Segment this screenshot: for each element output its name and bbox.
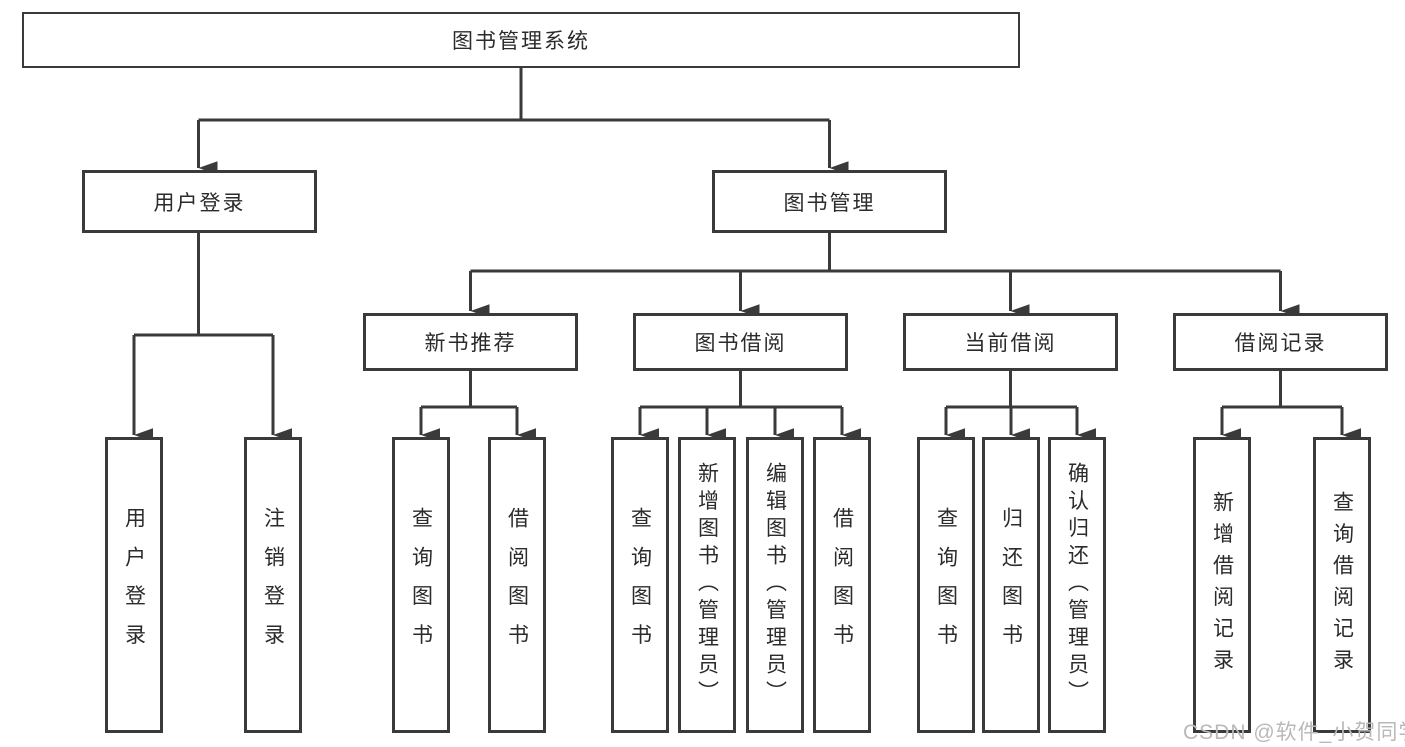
- leaf-label: 借阅图书: [505, 507, 529, 663]
- leaf-label: 查询借阅记录: [1330, 490, 1354, 680]
- csdn-watermark: CSDN @软件_小贺同学: [1183, 721, 1405, 744]
- leaf-query-borrow-record: 查询借阅记录: [1313, 437, 1371, 733]
- leaf-label: 新增图书（管理员）: [695, 462, 719, 708]
- node-current-borrow: 当前借阅: [903, 313, 1118, 371]
- leaf-edit-books-admin: 编辑图书（管理员）: [746, 437, 804, 733]
- leaf-label: 注销登录: [261, 507, 285, 663]
- node-book-borrow: 图书借阅: [633, 313, 848, 371]
- leaf-add-borrow-record: 新增借阅记录: [1193, 437, 1251, 733]
- leaf-label: 用户登录: [122, 507, 146, 663]
- node-system-root: 图书管理系统: [22, 12, 1020, 68]
- leaf-label: 借阅图书: [830, 507, 854, 663]
- leaf-logout: 注销登录: [244, 437, 302, 733]
- node-new-book-recommend: 新书推荐: [363, 313, 578, 371]
- leaf-label: 查询图书: [628, 507, 652, 663]
- leaf-add-books-admin: 新增图书（管理员）: [678, 437, 736, 733]
- leaf-label: 确认归还（管理员）: [1065, 462, 1089, 708]
- leaf-label: 编辑图书（管理员）: [763, 462, 787, 708]
- leaf-label: 查询图书: [934, 507, 958, 663]
- leaf-confirm-return-admin: 确认归还（管理员）: [1048, 437, 1106, 733]
- leaf-label: 归还图书: [999, 507, 1023, 663]
- leaf-borrow-books: 借阅图书: [813, 437, 871, 733]
- leaf-query-books-current: 查询图书: [917, 437, 975, 733]
- leaf-borrow-books-recommend: 借阅图书: [488, 437, 546, 733]
- node-user-login: 用户登录: [82, 170, 317, 233]
- leaf-return-books: 归还图书: [982, 437, 1040, 733]
- leaf-query-books-recommend: 查询图书: [392, 437, 450, 733]
- leaf-label: 新增借阅记录: [1210, 490, 1234, 680]
- leaf-user-login: 用户登录: [105, 437, 163, 733]
- leaf-label: 查询图书: [409, 507, 433, 663]
- leaf-query-books-borrow: 查询图书: [611, 437, 669, 733]
- node-book-management: 图书管理: [712, 170, 947, 233]
- node-borrow-records: 借阅记录: [1173, 313, 1388, 371]
